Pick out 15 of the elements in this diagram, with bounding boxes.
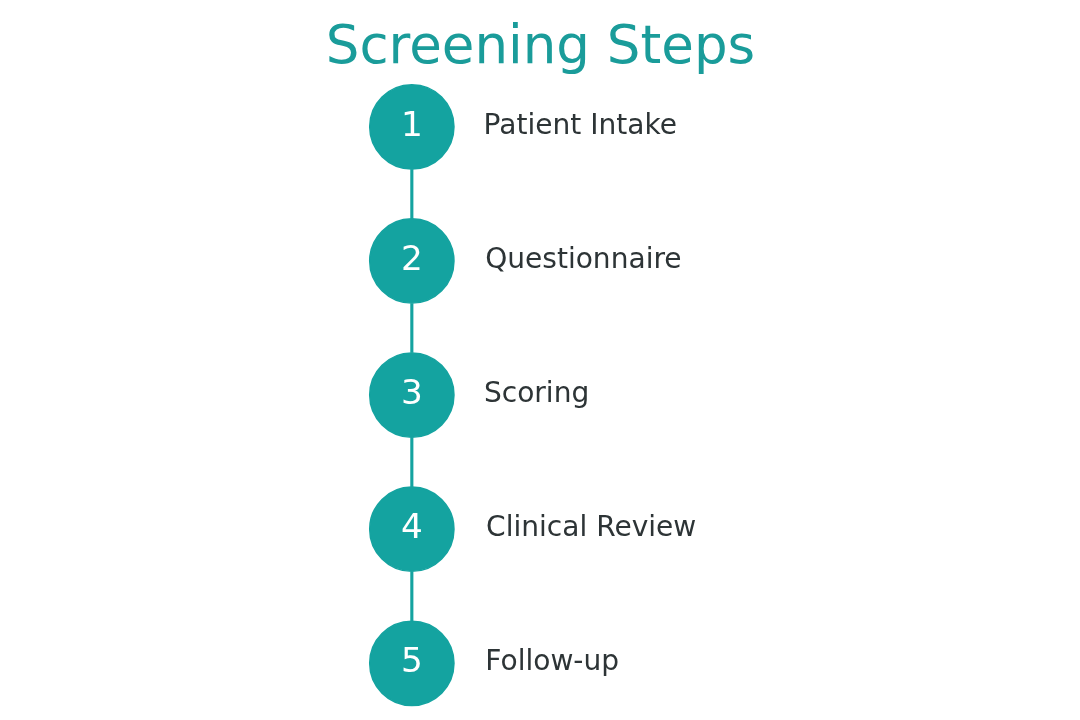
node-label: Patient Intake — [483, 107, 677, 141]
node-circle: 5 — [368, 620, 455, 707]
node-label: Clinical Review — [485, 510, 696, 544]
node-circle: 3 — [368, 352, 455, 438]
node-circle: 1 — [368, 83, 455, 170]
node-label: Scoring — [483, 375, 589, 409]
node-label: Follow-up — [484, 644, 619, 678]
connector — [409, 571, 413, 622]
connector — [409, 169, 413, 219]
node-label: Questionnaire — [484, 241, 682, 275]
connector — [409, 303, 413, 353]
node-circle: 4 — [368, 486, 455, 573]
diagram-title: Screening Steps — [325, 14, 755, 77]
connector — [409, 437, 413, 487]
node-circle: 2 — [368, 218, 455, 304]
